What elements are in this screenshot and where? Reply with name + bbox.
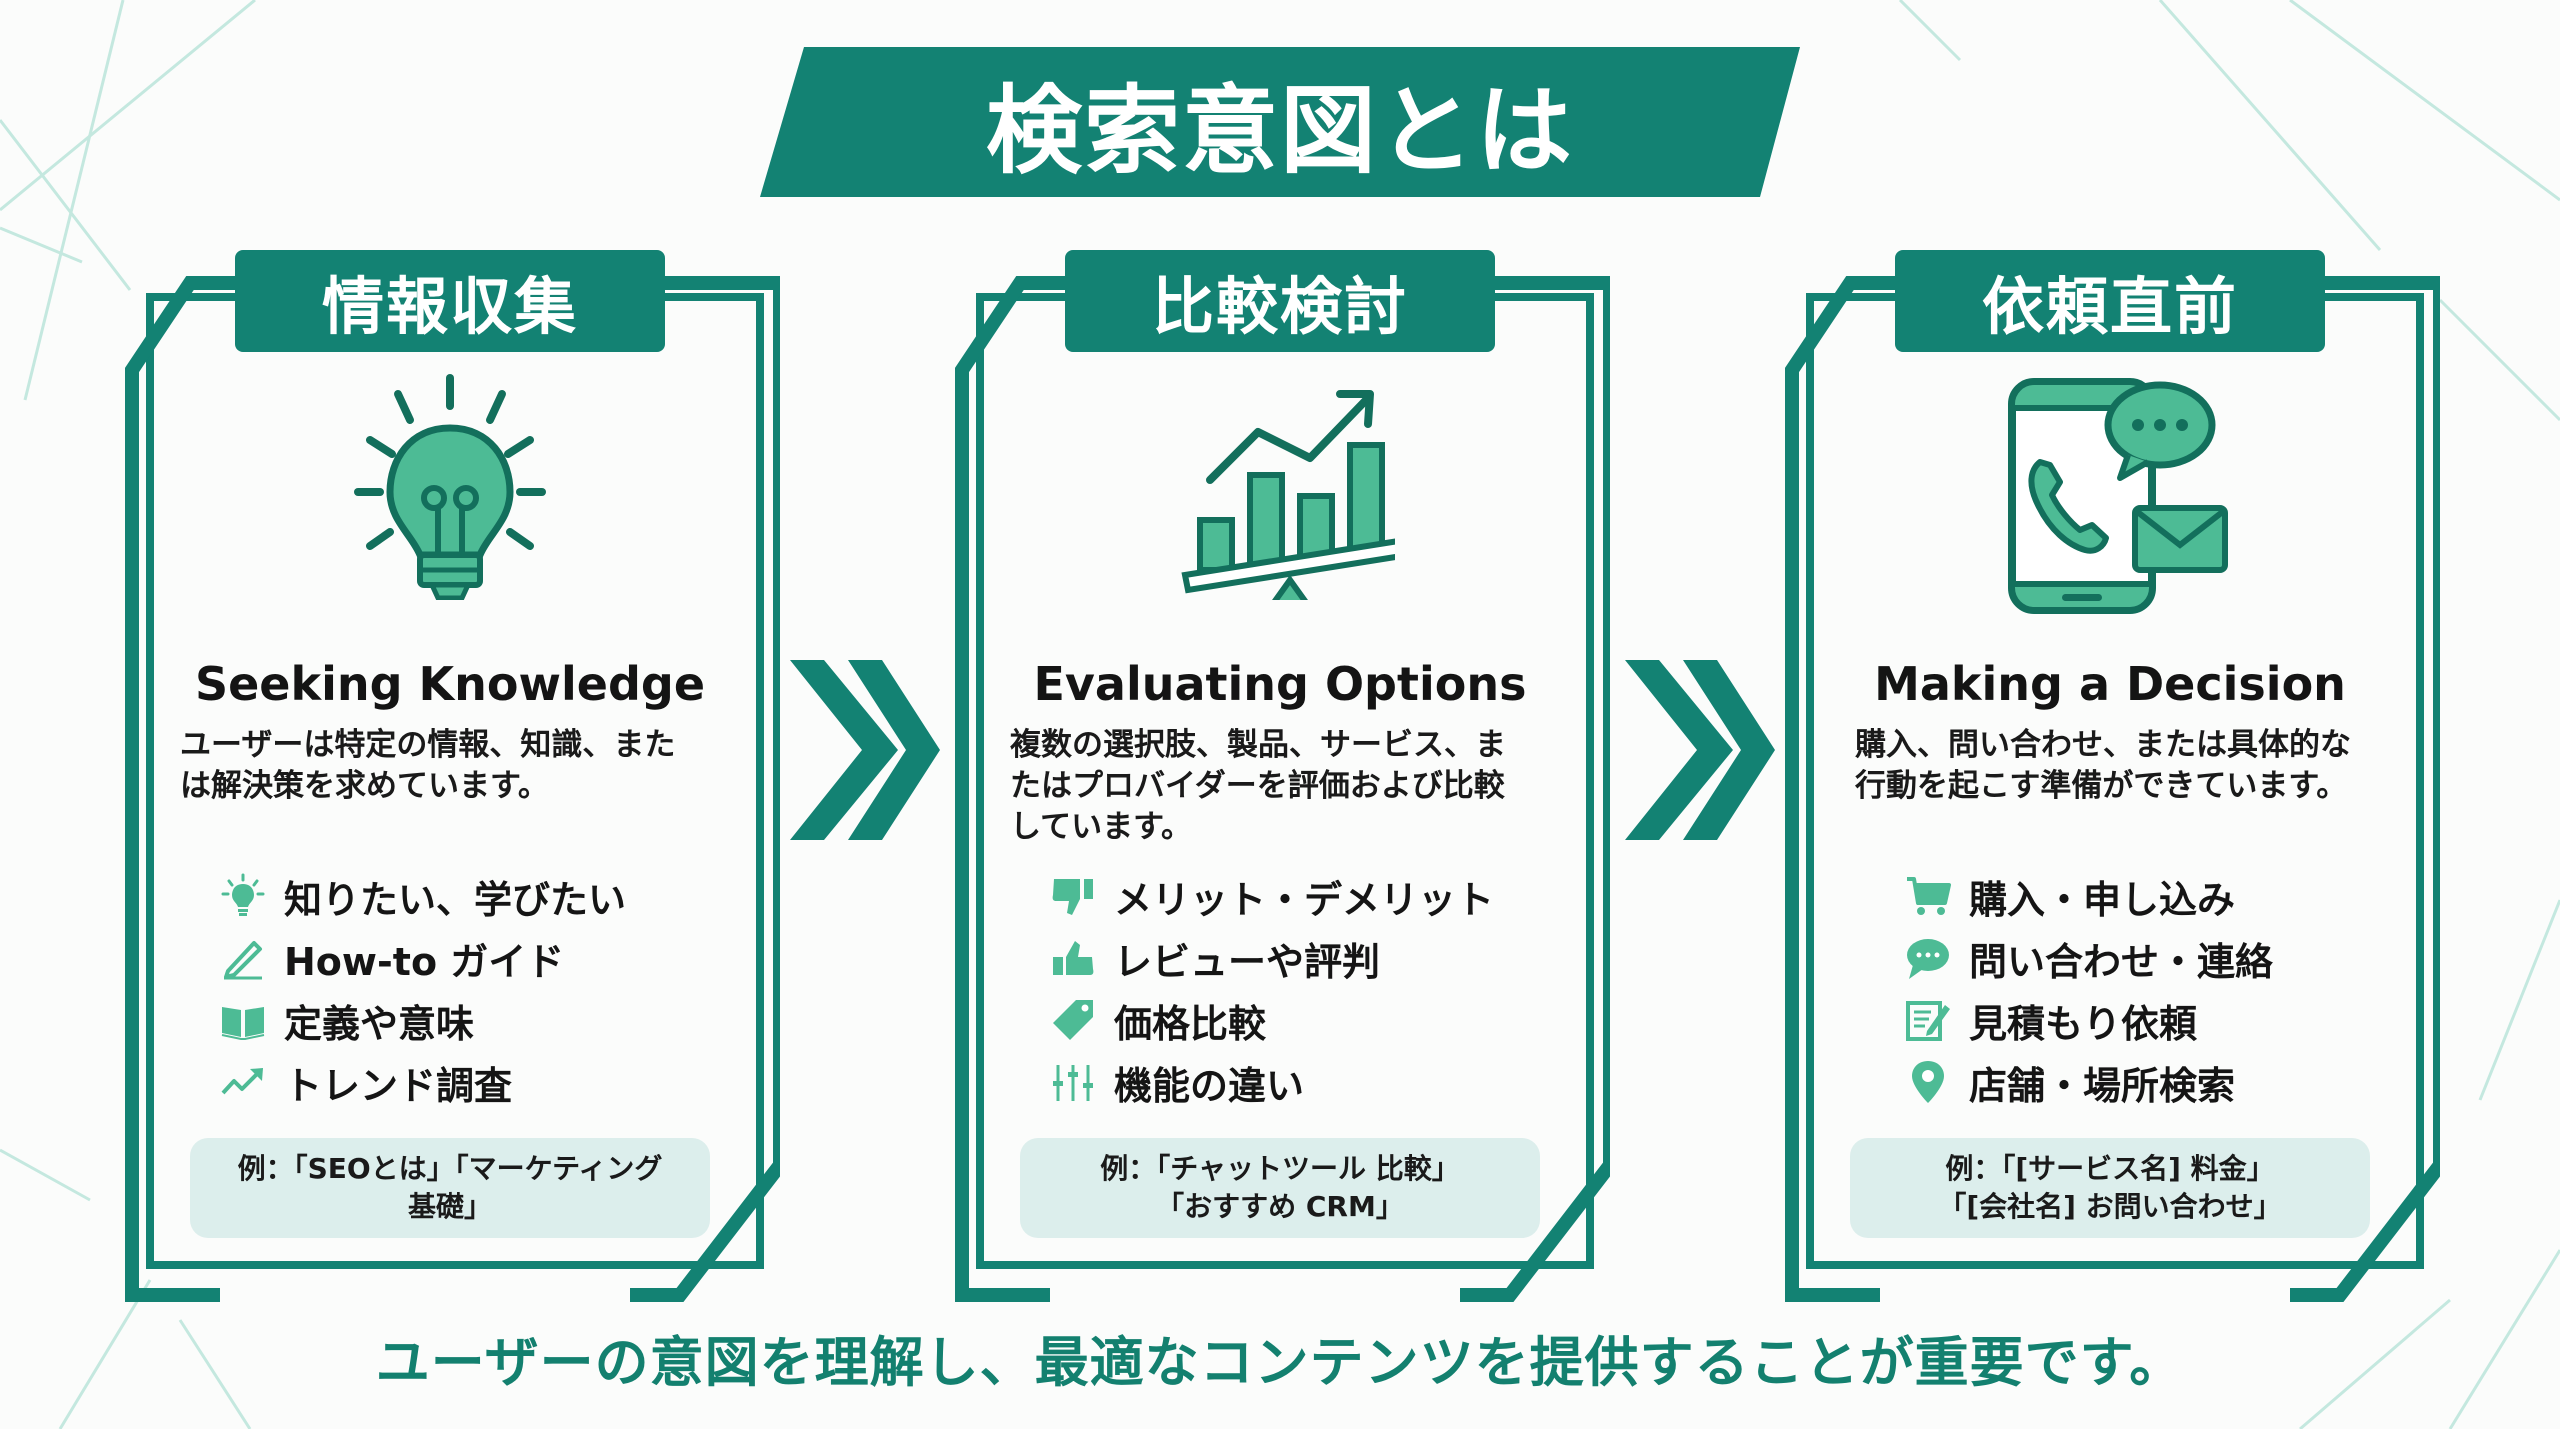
list-item: 価格比較 <box>1050 989 1570 1051</box>
list-item-label: 店舗・場所検索 <box>1969 1063 2236 1108</box>
list-item: 問い合わせ・連絡 <box>1905 927 2425 989</box>
card-heading: Making a Decision <box>1874 657 2346 711</box>
list-item: トレンド調査 <box>220 1051 740 1113</box>
list-item-label: 問い合わせ・連絡 <box>1969 939 2274 984</box>
chat-bubble-icon <box>1907 939 1949 979</box>
example-line: 例：「チャットツール 比較」 <box>1100 1152 1460 1185</box>
pencil-icon <box>224 941 262 980</box>
example-line: 例：「[サービス名] 料金」 <box>1945 1152 2275 1185</box>
list-item: 購入・申し込み <box>1905 865 2425 927</box>
example-box: 例：「[サービス名] 料金」 「[会社名] お問い合わせ」 <box>1850 1138 2370 1238</box>
list-item-label: 価格比較 <box>1114 1001 1267 1046</box>
example-line: 基礎」 <box>407 1190 492 1223</box>
phone-contact-icon <box>2008 378 2228 614</box>
location-pin-icon <box>1912 1061 1944 1103</box>
list-item-label: 知りたい、学びたい <box>284 877 627 922</box>
card-heading: Evaluating Options <box>1033 657 1527 711</box>
card-pre-request: 依頼直前 Making a Decision 購入、問い合わせ、または具体的な … <box>1780 245 2440 1305</box>
card-item-list: 知りたい、学びたい How-to ガイド 定義や意味 トレンド調査 <box>220 865 740 1113</box>
description-line: 複数の選択肢、製品、サービス、ま <box>1010 727 1506 763</box>
card-frame <box>955 276 1610 1302</box>
lightbulb-icon <box>354 374 546 600</box>
example-line: 「[会社名] お問い合わせ」 <box>1938 1190 2282 1223</box>
example-box: 例：「チャットツール 比較」 「おすすめ CRM」 <box>1020 1138 1540 1238</box>
list-item: 店舗・場所検索 <box>1905 1051 2425 1113</box>
footer-message: ユーザーの意図を理解し、最適なコンテンツを提供することが重要です。 <box>375 1331 2185 1394</box>
description-line: は解決策を求めています。 <box>180 768 549 804</box>
page-title: 検索意図とは <box>986 74 1574 187</box>
list-item-label: レビューや評判 <box>1114 939 1381 984</box>
card-tab-label: 比較検討 <box>1065 250 1495 352</box>
description-line: 購入、問い合わせ、または具体的な <box>1855 727 2351 763</box>
list-item: 知りたい、学びたい <box>220 865 740 927</box>
card-description: 複数の選択肢、製品、サービス、ま たはプロバイダーを評価および比較 しています。 <box>1010 725 1570 848</box>
example-line: 「おすすめ CRM」 <box>1156 1190 1404 1223</box>
card-item-list: メリット・デメリット レビューや評判 価格比較 機能の違い <box>1050 865 1570 1113</box>
edit-document-icon <box>1906 1001 1950 1041</box>
thumbs-up-icon <box>1053 941 1094 975</box>
list-item-label: 見積もり依頼 <box>1969 1001 2198 1046</box>
card-description: ユーザーは特定の情報、知識、また は解決策を求めています。 <box>180 725 740 807</box>
card-comparison: 比較検討 Evaluating Options 複数の選択肢、製品、サービス、ま… <box>950 245 1610 1305</box>
list-item: 見積もり依頼 <box>1905 989 2425 1051</box>
list-item-label: トレンド調査 <box>284 1063 513 1108</box>
description-line: ユーザーは特定の情報、知識、また <box>180 727 676 763</box>
description-line: しています。 <box>1010 809 1192 845</box>
card-heading: Seeking Knowledge <box>194 657 706 711</box>
description-line: 行動を起こす準備ができています。 <box>1855 768 2348 804</box>
sliders-icon <box>1053 1065 1093 1101</box>
title-banner: 検索意図とは <box>760 47 1800 197</box>
example-box: 例：「SEOとは」「マーケティング 基礎」 <box>190 1138 710 1238</box>
card-item-list: 購入・申し込み 問い合わせ・連絡 見積もり依頼 店舗・場所検索 <box>1905 865 2425 1113</box>
lightbulb-icon <box>221 873 265 916</box>
list-item: How-to ガイド <box>220 927 740 989</box>
title-banner-shape <box>760 47 1800 197</box>
card-description: 購入、問い合わせ、または具体的な 行動を起こす準備ができています。 <box>1855 725 2415 807</box>
list-item: メリット・デメリット <box>1050 865 1570 927</box>
double-chevron-right-icon <box>1625 660 1775 840</box>
card-tab-label: 情報収集 <box>235 250 665 352</box>
list-item-label: 購入・申し込み <box>1969 877 2236 922</box>
trend-up-icon <box>221 1068 263 1095</box>
card-tab-label: 依頼直前 <box>1895 250 2325 352</box>
list-item: 定義や意味 <box>220 989 740 1051</box>
example-line: 例：「SEOとは」「マーケティング <box>237 1152 663 1185</box>
card-frame <box>1785 276 2440 1302</box>
card-information-gathering: 情報収集 Seeking Knowledge ユーザーは特定の情報、知識、また … <box>120 245 780 1305</box>
thumbs-down-icon <box>1052 879 1093 915</box>
list-item: 機能の違い <box>1050 1051 1570 1113</box>
list-item-label: メリット・デメリット <box>1114 877 1495 922</box>
bar-chart-scale-icon <box>1181 390 1395 600</box>
price-tag-icon <box>1053 1000 1093 1040</box>
card-frame <box>125 276 780 1302</box>
list-item-label: 機能の違い <box>1114 1063 1305 1108</box>
cart-icon <box>1907 877 1951 915</box>
open-book-icon <box>221 1007 265 1040</box>
list-item-label: How-to ガイド <box>284 939 565 984</box>
description-line: たはプロバイダーを評価および比較 <box>1010 768 1505 804</box>
list-item-label: 定義や意味 <box>284 1001 475 1046</box>
list-item: レビューや評判 <box>1050 927 1570 989</box>
double-chevron-right-icon <box>790 660 940 840</box>
